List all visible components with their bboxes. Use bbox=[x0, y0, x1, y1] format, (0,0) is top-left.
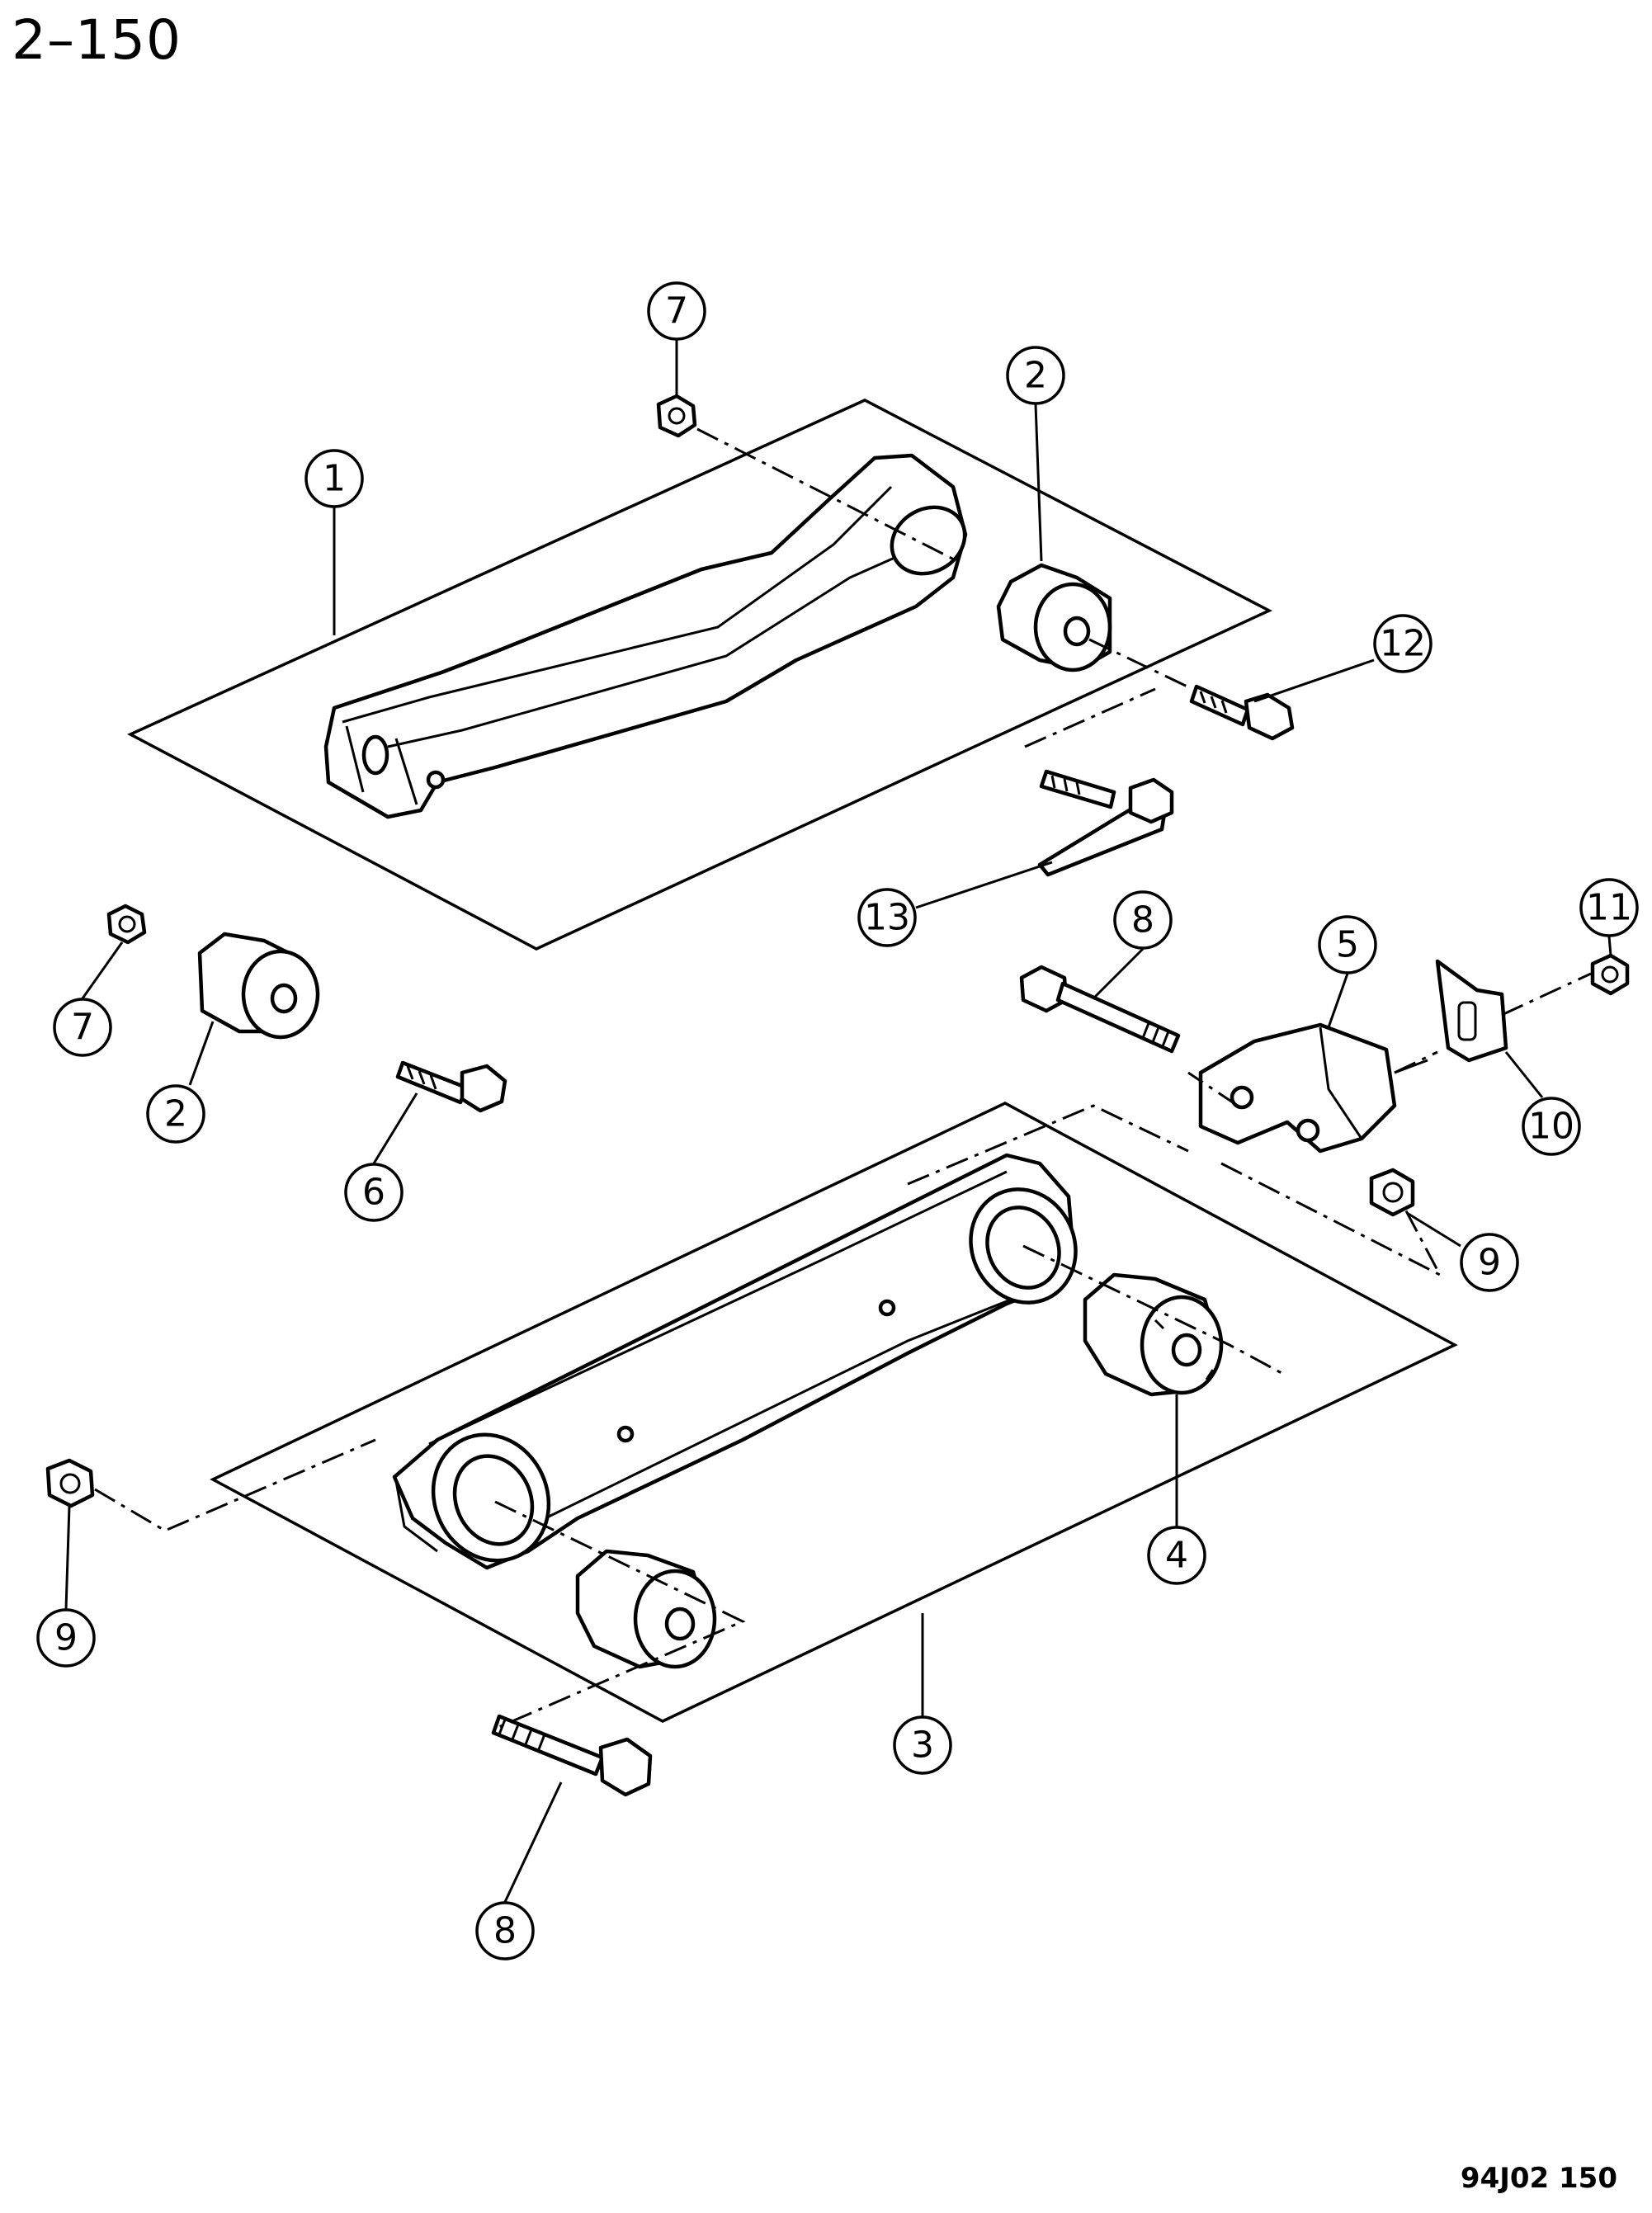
lower-arm-bushing-4 bbox=[1083, 1272, 1224, 1397]
lower-nut-9 bbox=[45, 1458, 95, 1508]
callout-12: 12 bbox=[1373, 614, 1433, 673]
svg-text:1: 1 bbox=[323, 458, 346, 500]
callout-3: 3 bbox=[893, 1715, 952, 1775]
callout-6: 6 bbox=[344, 1163, 404, 1222]
upper-centerline-nut bbox=[696, 427, 958, 563]
upper-arm-plate bbox=[127, 399, 1272, 951]
lower-arm-plate bbox=[210, 1102, 1458, 1723]
upper-control-arm bbox=[323, 453, 968, 819]
svg-text:11: 11 bbox=[1586, 887, 1632, 929]
callout-2-upper: 2 bbox=[1006, 346, 1065, 405]
svg-text:12: 12 bbox=[1380, 623, 1426, 665]
bracket-plate-10 bbox=[1435, 959, 1508, 1063]
svg-text:8: 8 bbox=[1131, 899, 1154, 941]
callout-13: 13 bbox=[857, 888, 917, 947]
page-number: 2–150 bbox=[12, 8, 182, 72]
svg-text:9: 9 bbox=[1478, 1242, 1501, 1284]
bracket-centerline-b bbox=[1394, 1050, 1438, 1074]
upper-bolt bbox=[1189, 684, 1295, 741]
svg-text:3: 3 bbox=[911, 1725, 934, 1767]
upper-centerline-bolt bbox=[1088, 638, 1193, 691]
callout-1: 1 bbox=[304, 449, 364, 508]
svg-text:7: 7 bbox=[71, 1007, 94, 1049]
upper-nut bbox=[656, 394, 697, 438]
svg-text:7: 7 bbox=[665, 290, 688, 333]
callout-11: 11 bbox=[1579, 878, 1639, 937]
svg-text:9: 9 bbox=[54, 1617, 78, 1659]
lower-arm-bushing-rear bbox=[575, 1549, 717, 1669]
callout-2-loose: 2 bbox=[146, 1084, 205, 1144]
lower-bolt-8 bbox=[491, 1714, 653, 1797]
leader-lines bbox=[64, 340, 1612, 1903]
loose-bolt-6 bbox=[395, 1060, 507, 1113]
svg-text:5: 5 bbox=[1336, 924, 1359, 966]
cam-bolt-13 bbox=[1037, 769, 1174, 877]
bracket-centerline-c bbox=[1187, 1071, 1239, 1107]
svg-text:10: 10 bbox=[1528, 1106, 1574, 1148]
bracket-centerline-a bbox=[1501, 972, 1592, 1017]
callout-8-lower: 8 bbox=[475, 1901, 535, 1961]
bracket-5 bbox=[1198, 1022, 1428, 1154]
diagram-code: 94J02 150 bbox=[1460, 2162, 1617, 2195]
upper-centerline-cam bbox=[1024, 687, 1156, 748]
svg-text:6: 6 bbox=[362, 1172, 385, 1214]
bracket-nut-11 bbox=[1590, 953, 1630, 996]
loose-bushing-2 bbox=[197, 932, 320, 1040]
callout-10: 10 bbox=[1522, 1097, 1581, 1156]
lower-centerline-rear bbox=[494, 1500, 746, 1730]
lower-centerline-nut bbox=[94, 1438, 376, 1532]
svg-text:2: 2 bbox=[1024, 355, 1047, 397]
lower-centerline-bracket-b bbox=[1220, 1162, 1443, 1278]
callout-7-loose: 7 bbox=[53, 998, 112, 1057]
bracket-nut-9 bbox=[1369, 1168, 1415, 1217]
bracket-bolt-8 bbox=[1019, 965, 1181, 1054]
callout-9-bracket: 9 bbox=[1460, 1233, 1519, 1292]
callout-7-upper: 7 bbox=[647, 281, 706, 341]
lower-control-arm bbox=[392, 1153, 1078, 1570]
lower-centerline-front bbox=[1022, 1244, 1284, 1375]
svg-text:4: 4 bbox=[1165, 1535, 1188, 1577]
upper-arm-bushing bbox=[996, 563, 1112, 672]
callout-8-bracket: 8 bbox=[1113, 890, 1173, 950]
callout-5: 5 bbox=[1318, 915, 1377, 974]
svg-text:2: 2 bbox=[164, 1093, 187, 1135]
svg-text:13: 13 bbox=[864, 897, 910, 939]
lower-centerline-bracket-a bbox=[907, 1104, 1189, 1186]
callout-4: 4 bbox=[1147, 1526, 1206, 1585]
callout-9-lower: 9 bbox=[36, 1608, 96, 1668]
svg-text:8: 8 bbox=[493, 1910, 517, 1952]
loose-nut-7 bbox=[106, 904, 147, 945]
